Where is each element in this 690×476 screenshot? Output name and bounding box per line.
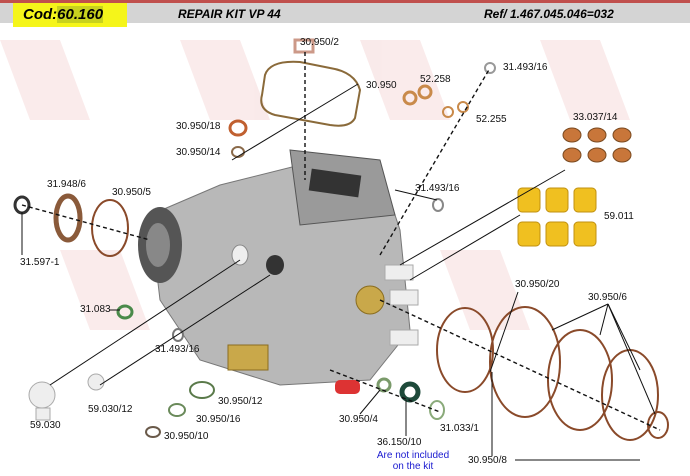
part-label: 31.493/16 xyxy=(155,344,200,355)
part-label: 59.030 xyxy=(30,420,61,431)
part-label: 30.950/8 xyxy=(468,455,507,466)
assembly-axes xyxy=(21,52,661,431)
leader-lines xyxy=(21,83,656,461)
product-code: Cod:60.160 xyxy=(13,3,127,27)
part-label: 31.597-1 xyxy=(20,257,60,268)
part-label: 33.037/14 xyxy=(573,112,618,123)
part-label: 30.950 xyxy=(366,80,397,91)
part-label: 30.950/14 xyxy=(176,147,221,158)
part-label: 31.083 xyxy=(80,304,111,315)
part-label: 30.950/5 xyxy=(112,187,151,198)
kit-title: REPAIR KIT VP 44 xyxy=(178,7,281,21)
not-included-note: Are not included on the kit xyxy=(358,450,468,472)
part-label: 30.950/20 xyxy=(515,279,560,290)
yellow-bushings xyxy=(517,187,597,247)
note-line-1: Are not included xyxy=(376,450,450,461)
code-prefix: Cod: xyxy=(23,6,58,23)
note-line-2: on the kit xyxy=(392,461,434,472)
part-label: 30.950/10 xyxy=(164,431,209,442)
part-label: 30.950/6 xyxy=(588,292,627,303)
part-label: 59.030/12 xyxy=(88,404,133,415)
part-label: 36.150/10 xyxy=(377,437,422,448)
part-label: 31.493/16 xyxy=(503,62,548,73)
filter-parts xyxy=(28,373,105,421)
part-label: 31.948/6 xyxy=(47,179,86,190)
part-label: 30.950/16 xyxy=(196,414,241,425)
part-label: 30.950/2 xyxy=(300,37,339,48)
part-label: 30.950/4 xyxy=(339,414,378,425)
part-label: 30.950/12 xyxy=(218,396,263,407)
header-bar xyxy=(0,3,690,23)
part-label: 59.011 xyxy=(604,211,634,222)
header-accent-line xyxy=(0,0,690,3)
part-label: 31.033/1 xyxy=(440,423,479,434)
part-label: 52.258 xyxy=(420,74,451,85)
pump-body xyxy=(138,149,419,394)
reference-number: Ref/ 1.467.045.046=032 xyxy=(484,7,614,21)
copper-washers xyxy=(562,127,632,163)
part-label: 30.950/18 xyxy=(176,121,221,132)
code-number: 60.160 xyxy=(57,6,104,23)
watermark-logo xyxy=(0,40,630,330)
part-label: 31.493/16 xyxy=(415,183,460,194)
part-label: 52.255 xyxy=(476,114,507,125)
